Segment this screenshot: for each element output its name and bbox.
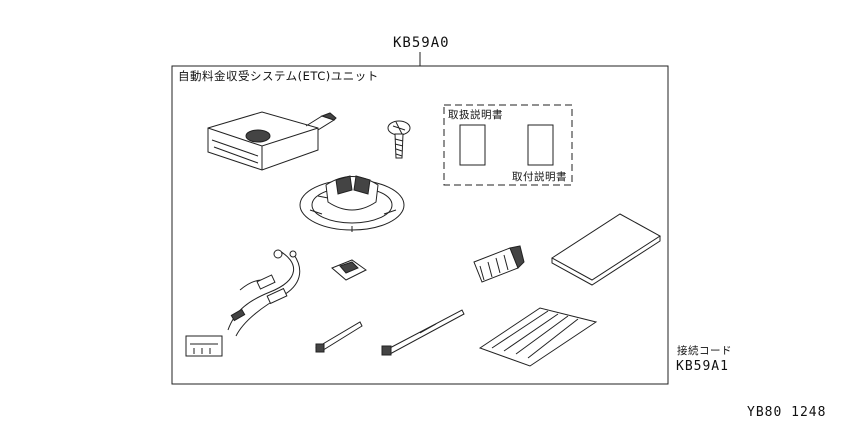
kit-title: 自動料金収受システム(ETC)ユニット	[178, 69, 379, 83]
install-manual-label: 取付説明書	[512, 171, 567, 183]
handling-manual-label: 取扱説明書	[448, 109, 503, 121]
screw-illustration	[387, 120, 411, 159]
antenna-pad-illustration	[299, 175, 405, 232]
hook-loop-pad-illustration	[478, 307, 598, 367]
adhesive-pad-illustration	[551, 213, 661, 286]
cable-tie-small-illustration	[315, 321, 363, 353]
cable-tie-long-illustration	[381, 309, 465, 356]
etc-unit-illustration	[207, 111, 337, 171]
manuals-dashed-box	[443, 104, 573, 186]
kit-frame	[171, 65, 669, 385]
wiring-harness-illustration	[185, 249, 301, 357]
small-clip-illustration	[331, 259, 367, 281]
install-manual-booklet	[527, 124, 554, 166]
cord-part-number: KB59A1	[676, 359, 729, 374]
handling-manual-booklet	[459, 124, 486, 166]
drawing-code: YB80 1248	[747, 405, 827, 420]
main-part-number: KB59A0	[393, 35, 450, 51]
connector-holder-illustration	[473, 245, 525, 283]
cord-label: 接続コード	[677, 345, 732, 357]
